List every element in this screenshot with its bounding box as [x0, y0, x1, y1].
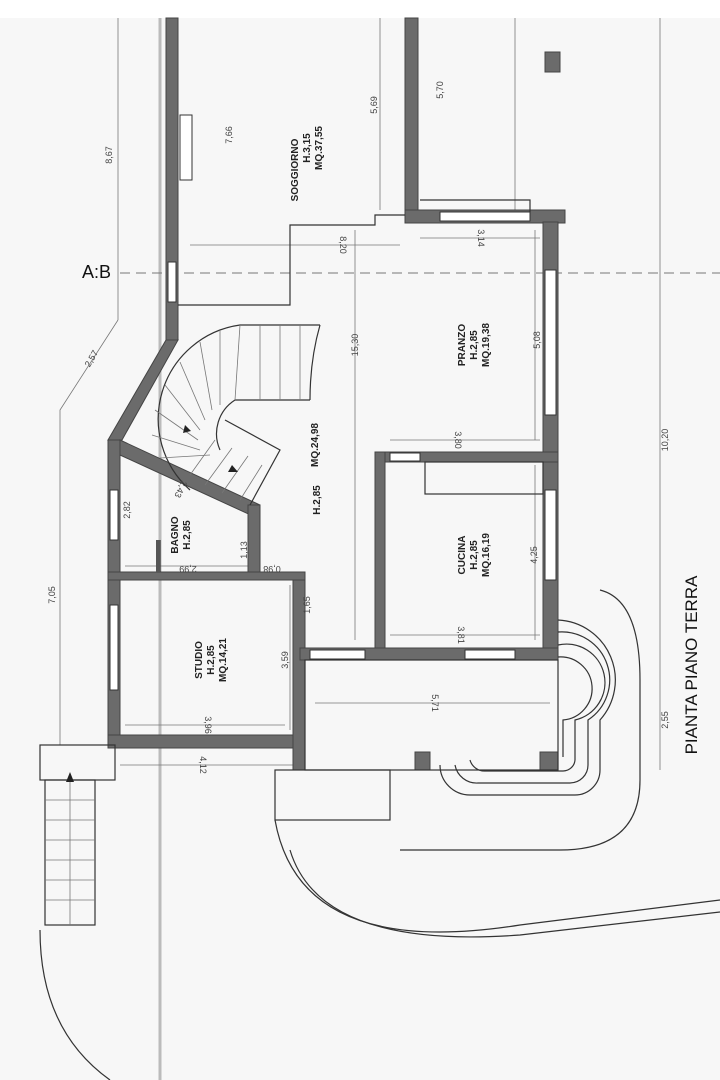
svg-text:1,13: 1,13: [239, 541, 249, 559]
svg-text:BAGNO: BAGNO: [170, 516, 181, 553]
room-cucina: CUCINA H.2,85 MQ.16,19: [457, 533, 492, 577]
svg-text:MQ.24,98: MQ.24,98: [310, 423, 321, 467]
svg-text:3,14: 3,14: [476, 229, 486, 247]
spiral-staircase: [151, 324, 321, 506]
svg-text:H.3,15: H.3,15: [302, 133, 313, 163]
partitions: [156, 199, 559, 821]
svg-text:5,08: 5,08: [532, 331, 542, 349]
svg-text:H.2,85: H.2,85: [469, 330, 480, 360]
svg-text:8,20: 8,20: [338, 236, 348, 254]
plan-title: PIANTA PIANO TERRA: [682, 575, 701, 755]
entrance-steps: [39, 744, 116, 1080]
svg-text:2,99: 2,99: [179, 564, 197, 574]
svg-text:5,71: 5,71: [430, 694, 440, 712]
room-soggiorno: SOGGIORNO H.3,15 MQ.37,55: [290, 126, 325, 202]
svg-text:1,65: 1,65: [302, 596, 312, 614]
svg-text:MQ.19,38: MQ.19,38: [481, 323, 492, 367]
dimension-labels: 8,67 7,66 5,69 5,70 8,20 3,14 15,30 5,08…: [47, 81, 670, 774]
svg-text:5,69: 5,69: [369, 96, 379, 114]
svg-text:SOGGIORNO: SOGGIORNO: [290, 138, 301, 201]
room-bagno: BAGNO H.2,85: [170, 516, 193, 553]
svg-text:CUCINA: CUCINA: [457, 536, 468, 575]
svg-text:H.2,85: H.2,85: [182, 520, 193, 550]
svg-text:7,05: 7,05: [47, 586, 57, 604]
svg-text:0,98: 0,98: [263, 564, 281, 574]
section-marker: A:B: [82, 262, 111, 282]
svg-text:2,82: 2,82: [122, 501, 132, 519]
svg-text:MQ.16,19: MQ.16,19: [481, 533, 492, 577]
svg-text:5,70: 5,70: [435, 81, 445, 99]
svg-text:2,55: 2,55: [660, 711, 670, 729]
svg-text:3,80: 3,80: [453, 431, 463, 449]
room-studio: STUDIO H.2,85 MQ.14,21: [194, 638, 229, 682]
room-pranzo: PRANZO H.2,85 MQ.19,38: [457, 323, 492, 367]
svg-text:PRANZO: PRANZO: [457, 324, 468, 366]
svg-text:8,67: 8,67: [104, 146, 114, 164]
curved-steps: [274, 589, 720, 938]
svg-text:15,30: 15,30: [350, 334, 360, 357]
svg-text:3,96: 3,96: [203, 716, 213, 734]
svg-text:7,66: 7,66: [224, 126, 234, 144]
windows: [109, 114, 557, 691]
svg-text:MQ.37,55: MQ.37,55: [314, 126, 325, 170]
room-disimpegno: H.2,85 MQ.24,98 MQ.24,98: [310, 423, 323, 515]
svg-text:H.2,85: H.2,85: [312, 485, 323, 515]
svg-text:10,20: 10,20: [660, 429, 670, 452]
svg-text:H.2,85: H.2,85: [469, 540, 480, 570]
dimension-lines: [59, 18, 661, 770]
svg-text:STUDIO: STUDIO: [194, 641, 205, 679]
svg-text:H.2,85: H.2,85: [206, 645, 217, 675]
svg-text:3,59: 3,59: [280, 651, 290, 669]
svg-text:4,25: 4,25: [529, 546, 539, 564]
svg-text:MQ.14,21: MQ.14,21: [218, 638, 229, 682]
svg-text:3,81: 3,81: [456, 626, 466, 644]
svg-text:4,12: 4,12: [198, 756, 208, 774]
